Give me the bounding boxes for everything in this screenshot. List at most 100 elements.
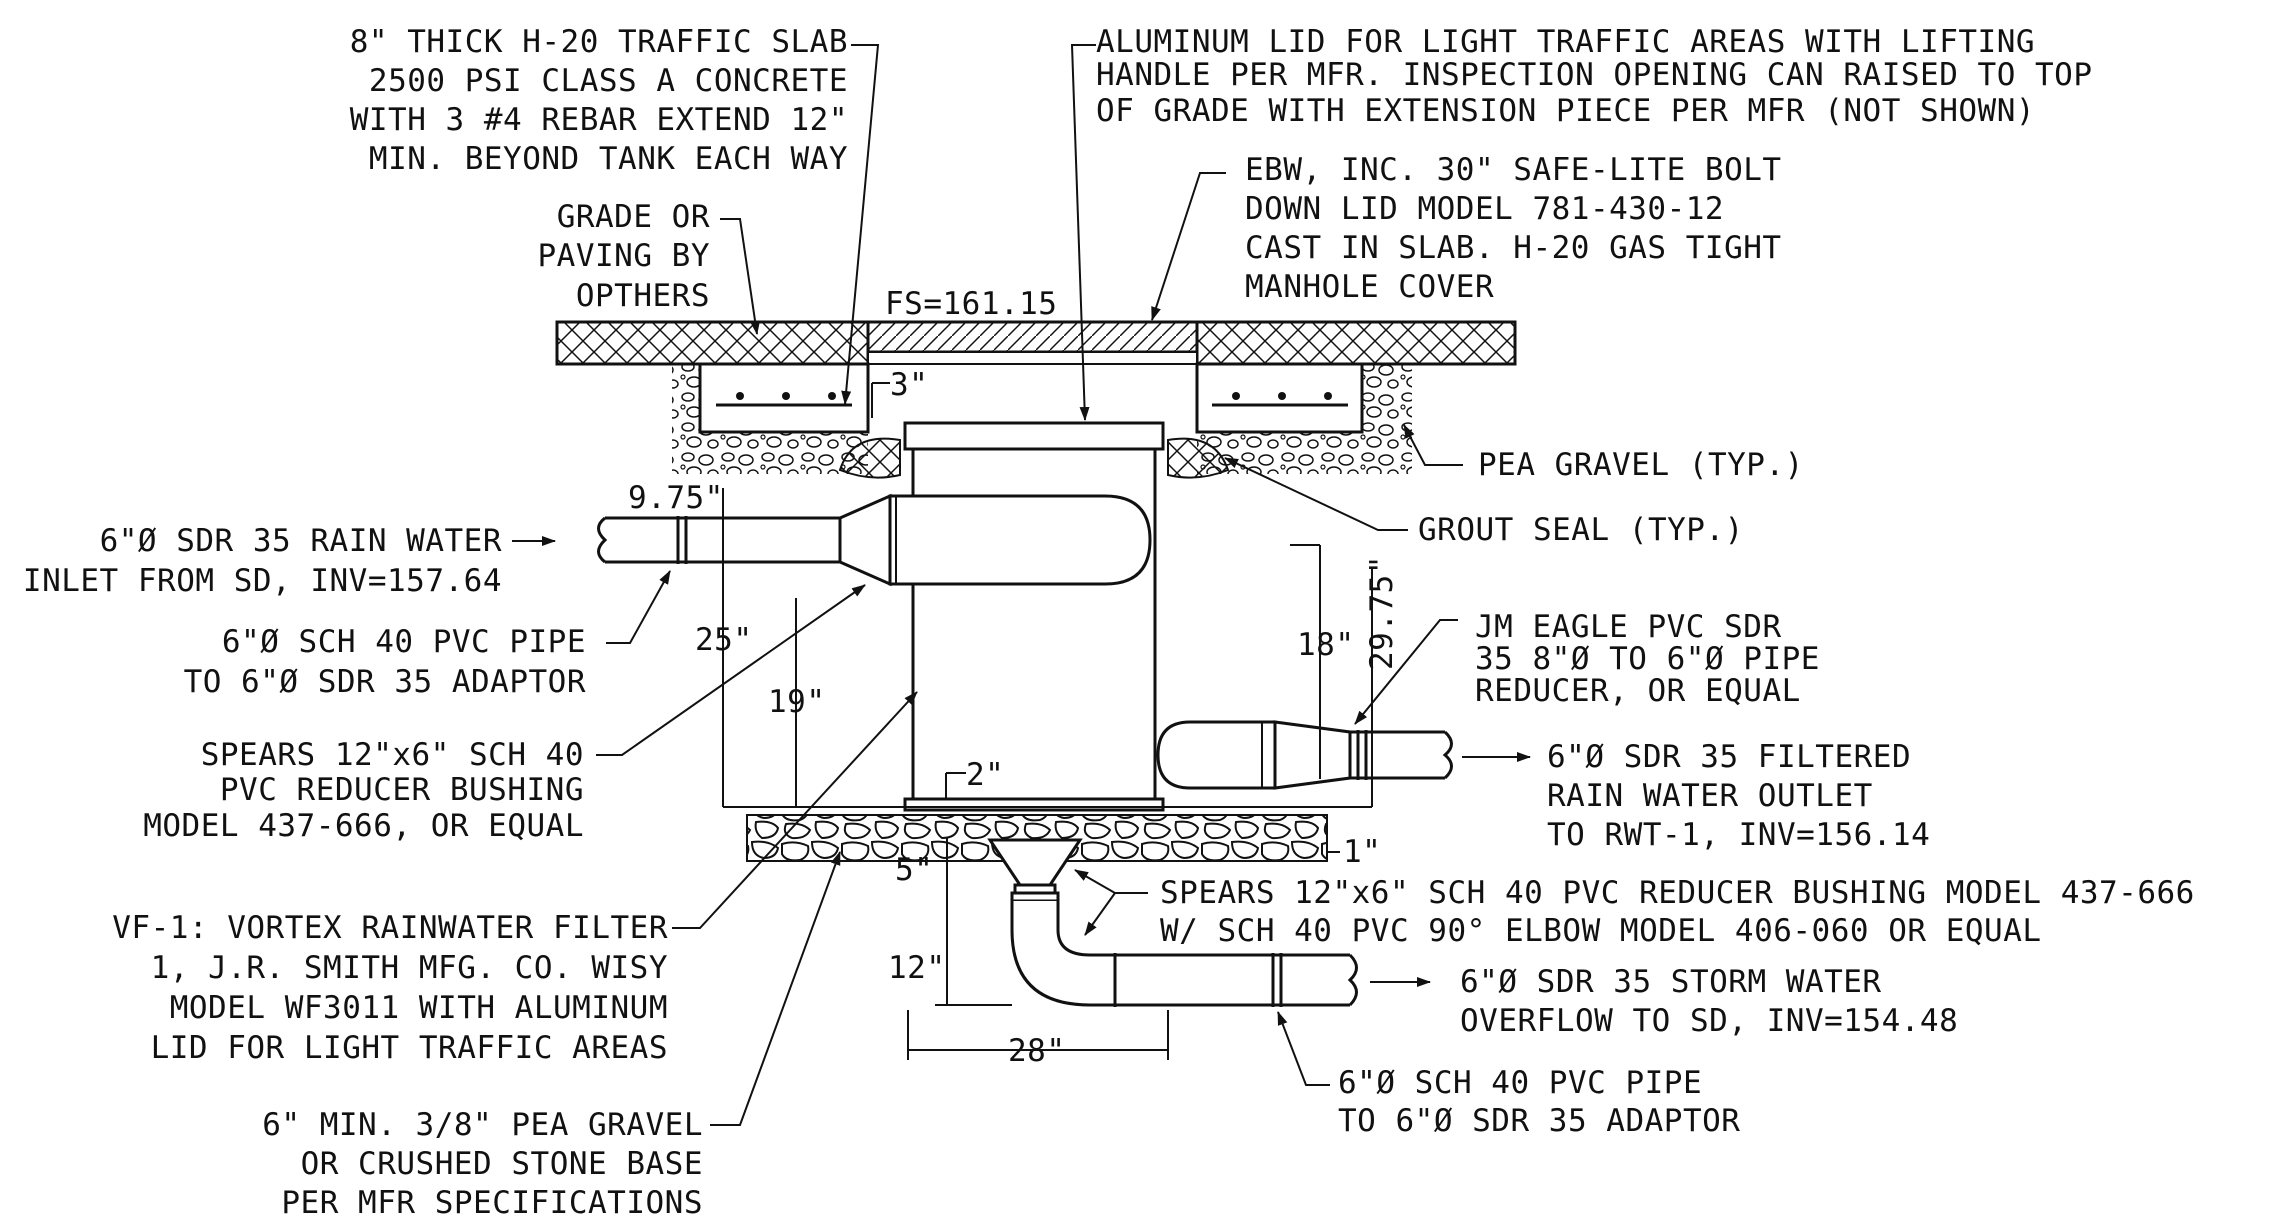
note-line: TO RWT-1, INV=156.14 xyxy=(1547,817,1930,853)
rebar-dot xyxy=(1232,392,1240,400)
sch40-outlet-note: 6"Ø SCH 40 PVC PIPE TO 6"Ø SDR 35 ADAPTO… xyxy=(1338,1065,1740,1139)
note-line: MIN. BEYOND TANK EACH WAY xyxy=(369,141,848,177)
note-line: 6"Ø SCH 40 PVC PIPE xyxy=(222,624,586,660)
leader-grade xyxy=(720,218,761,335)
dim-19-label: 19" xyxy=(768,684,826,720)
grout-seal-label: GROUT SEAL (TYP.) xyxy=(1418,512,1744,548)
note-line: 8" THICK H-20 TRAFFIC SLAB xyxy=(350,24,848,60)
leader-reducer xyxy=(1354,619,1458,725)
dim-9-75-label: 9.75" xyxy=(628,480,724,516)
note-line: MANHOLE COVER xyxy=(1245,269,1494,305)
note-line: EBW, INC. 30" SAFE-LITE BOLT xyxy=(1245,152,1782,188)
leader-traffic-slab xyxy=(841,44,880,405)
bottom-reducer-bushing xyxy=(987,838,1083,887)
leader-spears-elbow xyxy=(1074,869,1148,894)
note-line: INLET FROM SD, INV=157.64 xyxy=(23,563,502,599)
overflow-pipe-break xyxy=(1347,953,1358,1007)
leader-ebw xyxy=(1151,172,1226,321)
storm-overflow-note: 6"Ø SDR 35 STORM WATER OVERFLOW TO SD, I… xyxy=(1460,964,1958,1039)
note-line: 6"Ø SDR 35 STORM WATER xyxy=(1460,964,1882,1000)
dim-5-label: 5" xyxy=(895,852,933,888)
leader-pea-gravel xyxy=(1403,424,1463,466)
note-line: TO 6"Ø SDR 35 ADAPTOR xyxy=(184,664,586,700)
reducer-note: JM EAGLE PVC SDR 35 8"Ø TO 6"Ø PIPE REDU… xyxy=(1475,609,1820,709)
note-line: RAIN WATER OUTLET xyxy=(1547,778,1873,814)
note-line: 35 8"Ø TO 6"Ø PIPE xyxy=(1475,641,1820,677)
note-line: VF-1: VORTEX RAINWATER FILTER xyxy=(112,910,668,946)
note-line: REDUCER, OR EQUAL xyxy=(1475,673,1801,709)
note-line: DOWN LID MODEL 781-430-12 xyxy=(1245,191,1724,227)
note-line: HANDLE PER MFR. INSPECTION OPENING CAN R… xyxy=(1096,57,2093,93)
note-line: 1, J.R. SMITH MFG. CO. WISY xyxy=(151,950,668,986)
leader-pea-base xyxy=(710,851,841,1126)
dim-18-label: 18" xyxy=(1297,627,1355,663)
grade-slab-right xyxy=(1195,320,1517,366)
leader-spears-12x6 xyxy=(596,584,866,756)
note-line: ALUMINUM LID FOR LIGHT TRAFFIC AREAS WIT… xyxy=(1096,24,2035,60)
note-line: 6"Ø SCH 40 PVC PIPE xyxy=(1338,1065,1702,1101)
rebar-dot xyxy=(1278,392,1286,400)
note-line: 6"Ø SDR 35 RAIN WATER xyxy=(100,523,502,559)
note-line: PAVING BY xyxy=(538,238,710,274)
note-line: OPTHERS xyxy=(576,278,710,314)
note-line: MODEL 437-666, OR EQUAL xyxy=(143,808,584,844)
grout-seal-left xyxy=(838,437,901,479)
cover-frame xyxy=(867,351,1198,365)
inlet-pipe-break xyxy=(597,516,608,564)
sch40-inlet-note: 6"Ø SCH 40 PVC PIPE TO 6"Ø SDR 35 ADAPTO… xyxy=(184,624,586,700)
ebw-manhole-cover xyxy=(866,320,1199,354)
outlet-pipe-break xyxy=(1442,730,1453,780)
note-line: LID FOR LIGHT TRAFFIC AREAS xyxy=(151,1030,668,1066)
rebar-dot xyxy=(782,392,790,400)
inlet-reducer-cone xyxy=(838,493,892,587)
bottom-bushing-ring xyxy=(1010,891,1060,903)
note-line: JM EAGLE PVC SDR xyxy=(1475,609,1782,645)
rebar-dot xyxy=(736,392,744,400)
traffic-slab-note: 8" THICK H-20 TRAFFIC SLAB 2500 PSI CLAS… xyxy=(350,24,848,177)
dim-2-label: 2" xyxy=(966,757,1004,793)
pea-base-note: 6" MIN. 3/8" PEA GRAVEL OR CRUSHED STONE… xyxy=(262,1107,703,1221)
vf1-note: VF-1: VORTEX RAINWATER FILTER 1, J.R. SM… xyxy=(112,910,668,1066)
leader-grout-seal xyxy=(1224,457,1408,531)
aluminum-lid xyxy=(903,421,1165,451)
aluminum-lid-note: ALUMINUM LID FOR LIGHT TRAFFIC AREAS WIT… xyxy=(1096,24,2093,129)
spears-12x6-note: SPEARS 12"x6" SCH 40 PVC REDUCER BUSHING… xyxy=(143,737,584,844)
ebw-lid-note: EBW, INC. 30" SAFE-LITE BOLT DOWN LID MO… xyxy=(1245,152,1782,305)
note-line: 2500 PSI CLASS A CONCRETE xyxy=(369,63,848,99)
dim-25-label: 25" xyxy=(695,622,753,658)
elbow-90 xyxy=(1010,901,1117,1007)
leader-aluminum-lid xyxy=(1070,44,1096,421)
note-line: MODEL WF3011 WITH ALUMINUM xyxy=(170,990,668,1026)
note-line: WITH 3 #4 REBAR EXTEND 12" xyxy=(350,102,848,138)
note-line: OF GRADE WITH EXTENSION PIECE PER MFR (N… xyxy=(1096,93,2035,129)
note-line: OVERFLOW TO SD, INV=154.48 xyxy=(1460,1003,1958,1039)
grade-slab-left xyxy=(555,320,870,366)
inlet-reducer-body xyxy=(888,494,1152,586)
rebar-dot xyxy=(828,392,836,400)
note-line: CAST IN SLAB. H-20 GAS TIGHT xyxy=(1245,230,1782,266)
spears-elbow-note: SPEARS 12"x6" SCH 40 PVC REDUCER BUSHING… xyxy=(1160,875,2195,949)
pea-gravel-label: PEA GRAVEL (TYP.) xyxy=(1478,447,1804,483)
dim-12-label: 12" xyxy=(888,950,946,986)
note-line: TO 6"Ø SDR 35 ADAPTOR xyxy=(1338,1103,1740,1139)
inlet-note: 6"Ø SDR 35 RAIN WATER INLET FROM SD, INV… xyxy=(23,523,502,599)
dim-29-75-label: 29.75" xyxy=(1364,555,1400,670)
note-line: OR CRUSHED STONE BASE xyxy=(301,1146,703,1182)
grout-seal-right xyxy=(1167,437,1230,479)
leader-spears-elbow xyxy=(1084,892,1116,936)
traffic-slab-left xyxy=(698,362,870,434)
grade-note: GRADE OR PAVING BY OPTHERS xyxy=(538,199,710,314)
note-line: 6" MIN. 3/8" PEA GRAVEL xyxy=(262,1107,703,1143)
note-line: SPEARS 12"x6" SCH 40 xyxy=(201,737,584,773)
dim-3-label: 3" xyxy=(890,367,928,403)
rebar-dot xyxy=(1324,392,1332,400)
note-line: GRADE OR xyxy=(557,199,710,235)
leader-vf1 xyxy=(672,691,918,929)
note-line: SPEARS 12"x6" SCH 40 PVC REDUCER BUSHING… xyxy=(1160,875,2195,911)
note-line: PER MFR SPECIFICATIONS xyxy=(281,1185,703,1221)
outlet-reducer-cone xyxy=(1273,720,1352,790)
dim-1-label: 1" xyxy=(1343,834,1381,870)
outlet-pipe-body xyxy=(1156,720,1277,790)
leader-sch40-outlet xyxy=(1277,1011,1330,1086)
